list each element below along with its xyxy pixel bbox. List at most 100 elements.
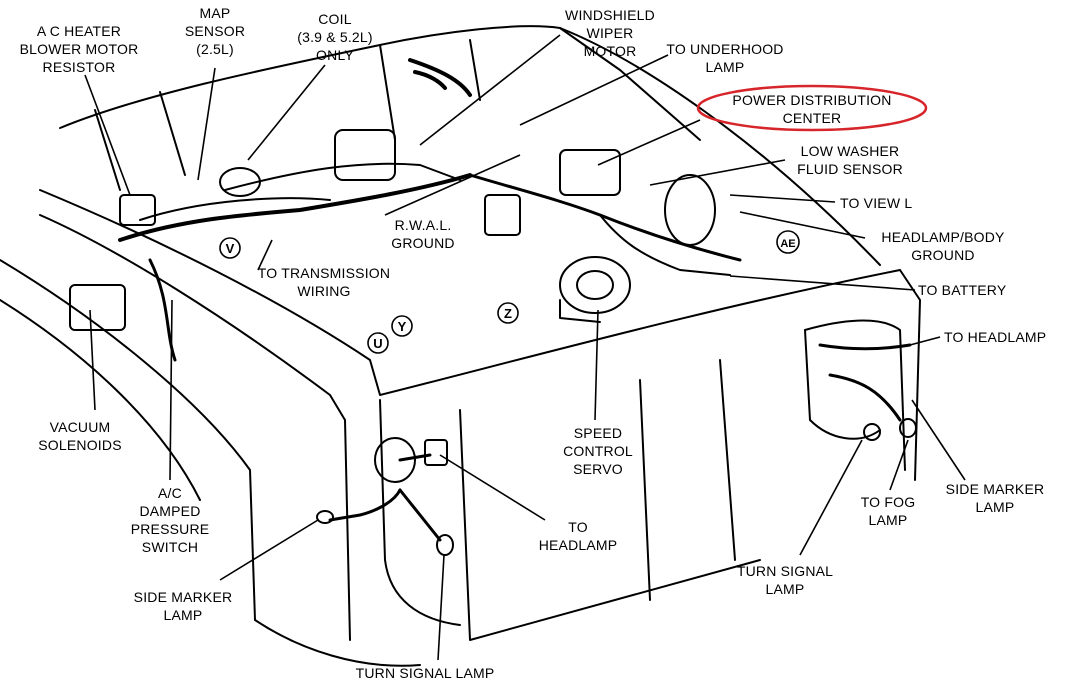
speed-control-servo-label-line-3: SERVO [573, 461, 623, 477]
leader-turn-right [799, 439, 863, 556]
leader-rwal [384, 154, 521, 216]
view-marker-u-label: U [373, 336, 382, 351]
to-headlamp-center-label-line-1: TO [568, 519, 588, 535]
low-washer-fluid-sensor-label-line-2: FLUID SENSOR [797, 161, 903, 177]
power-distribution-center-label: POWER DISTRIBUTION CENTER [722, 91, 902, 127]
low-washer-fluid-sensor-label: LOW WASHER FLUID SENSOR [780, 142, 920, 178]
to-view-l-label: TO VIEW L [840, 194, 940, 212]
leader-side-marker-left [219, 519, 319, 581]
map-sensor-label-line-1: MAP [199, 5, 231, 21]
leader-ac-heater [84, 74, 131, 196]
leader-to-headlamp-right [909, 336, 941, 346]
to-headlamp-center-label: TO HEADLAMP [528, 518, 628, 554]
to-headlamp-right-label-line-1: TO HEADLAMP [944, 329, 1047, 345]
to-fog-lamp-label-line-1: TO FOG [860, 494, 916, 510]
view-marker-ae: AE [776, 230, 800, 254]
turn-signal-lamp-right-label-line-2: LAMP [765, 581, 805, 597]
cowl-outline [59, 25, 701, 141]
leader-side-marker-right [911, 399, 966, 481]
ac-heater-resistor-label-line-2: BLOWER MOTOR [19, 41, 139, 57]
leader-wiper [419, 34, 561, 146]
ac-damped-pressure-switch-label-line-3: PRESSURE [130, 521, 210, 537]
speed-control-servo-label-line-2: CONTROL [563, 443, 633, 459]
power-distribution-center-label-line-2: CENTER [782, 110, 842, 126]
view-marker-z-label: Z [504, 306, 512, 321]
speed-control-servo-label-line-1: SPEED [573, 425, 623, 441]
leader-map-sensor [197, 67, 216, 181]
view-marker-ae-label: AE [780, 238, 795, 250]
headlamp-body-ground-label-line-1: HEADLAMP/BODY [881, 229, 1005, 245]
view-markers: V U Y Z AE [219, 230, 800, 354]
ac-damped-pressure-switch-label: A/C DAMPED PRESSURE SWITCH [120, 484, 220, 556]
leader-underhood [519, 54, 669, 126]
vacuum-solenoids-label: VACUUM SOLENOIDS [30, 418, 130, 454]
leader-battery [729, 275, 916, 291]
leader-speed [594, 309, 599, 421]
side-marker-lamp-left-label: SIDE MARKER LAMP [118, 588, 248, 624]
side-marker-lamp-left-label-line-1: SIDE MARKER [133, 589, 233, 605]
coil-label-line-3: ONLY [316, 47, 354, 63]
power-distribution-center-label-line-1: POWER DISTRIBUTION [732, 92, 892, 108]
leader-ac-damped [169, 299, 173, 481]
coil-label-line-2: (3.9 & 5.2L) [297, 29, 373, 45]
turn-signal-lamp-right-label: TURN SIGNAL LAMP [720, 562, 850, 598]
low-washer-fluid-sensor-label-line-1: LOW WASHER [800, 143, 900, 159]
to-battery-label: TO BATTERY [918, 281, 1028, 299]
leader-coil [247, 64, 326, 161]
to-transmission-wiring-label-line-1: TO TRANSMISSION [257, 265, 391, 281]
turn-signal-lamp-bottom-label: TURN SIGNAL LAMP [340, 664, 510, 682]
coil-label: COIL (3.9 & 5.2L) ONLY [280, 10, 390, 64]
map-sensor-label-line-2: SENSOR [184, 23, 246, 39]
vacuum-solenoids-label-line-2: SOLENOIDS [38, 437, 122, 453]
side-marker-lamp-right-label-line-2: LAMP [975, 499, 1015, 515]
underhood-lamp-label-line-1: TO UNDERHOOD [666, 41, 784, 57]
leader-turn-bottom [437, 554, 445, 661]
to-battery-label-line-1: TO BATTERY [918, 282, 1007, 298]
ac-heater-resistor-label-line-3: RESISTOR [42, 59, 116, 75]
turn-signal-lamp-right-label-line-1: TURN SIGNAL [736, 563, 834, 579]
ac-heater-resistor-label: A C HEATER BLOWER MOTOR RESISTOR [4, 22, 154, 76]
leader-pdc [597, 119, 701, 166]
leader-washer [649, 159, 786, 186]
view-marker-v: V [219, 237, 241, 259]
view-marker-v-label: V [226, 241, 235, 256]
ac-damped-pressure-switch-label-line-2: DAMPED [139, 503, 201, 519]
to-transmission-wiring-label-line-2: WIRING [297, 283, 351, 299]
to-fog-lamp-label: TO FOG LAMP [848, 493, 928, 529]
side-marker-lamp-right-label: SIDE MARKER LAMP [930, 480, 1060, 516]
leader-view-l [729, 194, 836, 203]
vacuum-solenoids-label-line-1: VACUUM [49, 419, 111, 435]
view-marker-z: Z [497, 302, 519, 324]
to-headlamp-right-label: TO HEADLAMP [944, 328, 1064, 346]
coil-label-line-1: COIL [318, 11, 352, 27]
wiper-motor-label-line-2: WIPER [586, 25, 634, 41]
to-headlamp-center-label-line-2: HEADLAMP [538, 537, 618, 553]
rwal-ground-label-line-2: GROUND [391, 235, 455, 251]
side-marker-lamp-left-label-line-2: LAMP [163, 607, 203, 623]
leader-vacuum [89, 309, 96, 411]
leader-to-headlamp-center [439, 454, 546, 521]
view-marker-y-label: Y [398, 319, 407, 334]
ac-damped-pressure-switch-label-line-4: SWITCH [141, 539, 199, 555]
ac-damped-pressure-switch-label-line-1: A/C [158, 485, 182, 501]
view-marker-y: Y [391, 315, 413, 337]
side-marker-lamp-right-label-line-1: SIDE MARKER [945, 481, 1045, 497]
ac-heater-resistor-label-line-1: A C HEATER [36, 23, 122, 39]
rwal-ground-label: R.W.A.L.GROUND [378, 216, 468, 252]
leader-headlamp-ground [739, 211, 866, 239]
wiper-motor-label-line-3: MOTOR [583, 43, 637, 59]
to-view-l-label-line-1: TO VIEW L [840, 195, 913, 211]
leader-transmission [257, 239, 273, 271]
leader-fog [889, 439, 909, 491]
to-transmission-wiring-label: TO TRANSMISSION WIRING [244, 264, 404, 300]
underhood-lamp-label: TO UNDERHOOD LAMP [665, 40, 785, 76]
leader-lines [84, 34, 966, 661]
power-distribution-highlight [696, 84, 928, 132]
to-fog-lamp-label-line-2: LAMP [868, 512, 908, 528]
speed-control-servo-label: SPEED CONTROL SERVO [548, 424, 648, 478]
underhood-lamp-label-line-2: LAMP [705, 59, 745, 75]
